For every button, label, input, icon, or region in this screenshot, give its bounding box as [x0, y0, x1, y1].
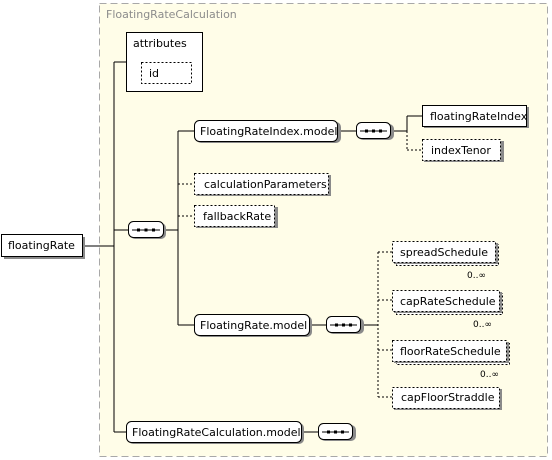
connectors	[82, 61, 422, 433]
floating-rate-index-model-group[interactable]: FloatingRateIndex.model	[194, 120, 342, 144]
group-title: FloatingRateCalculation	[106, 8, 237, 21]
fallback-rate-element[interactable]: fallbackRate	[194, 205, 279, 229]
sequence-compositor-floating-rate[interactable]	[326, 316, 365, 335]
floating-rate-index-model-label: FloatingRateIndex.model	[200, 125, 337, 138]
floating-rate-label: floatingRate	[8, 239, 75, 252]
cap-rate-schedule-label: capRateSchedule	[400, 295, 496, 308]
calculation-parameters-label: calculationParameters	[204, 178, 327, 191]
floor-rate-schedule-label: floorRateSchedule	[400, 345, 501, 358]
calculation-parameters-element[interactable]: calculationParameters	[194, 173, 332, 197]
floating-rate-calculation-model-label: FloatingRateCalculation.model	[132, 426, 301, 439]
cap-rate-schedule-cardinality: 0..∞	[473, 320, 492, 330]
cap-rate-schedule-element[interactable]: capRateSchedule 0..∞	[392, 290, 503, 331]
cap-floor-straddle-label: capFloorStraddle	[401, 391, 495, 404]
spread-schedule-label: spreadSchedule	[400, 246, 488, 259]
sequence-compositor-main[interactable]	[128, 221, 167, 240]
index-tenor-element[interactable]: indexTenor	[422, 139, 505, 163]
spread-schedule-element[interactable]: spreadSchedule 0..∞	[392, 241, 499, 282]
floating-rate-root-element[interactable]: floatingRate	[1, 234, 86, 260]
floor-rate-schedule-cardinality: 0..∞	[480, 370, 499, 380]
floating-rate-index-label: floatingRateIndex	[430, 110, 528, 123]
fallback-rate-label: fallbackRate	[203, 210, 271, 223]
floating-rate-index-element[interactable]: floatingRateIndex	[422, 105, 530, 129]
attributes-label: attributes	[133, 37, 187, 50]
floating-rate-model-label: FloatingRate.model	[200, 319, 307, 332]
attributes-box[interactable]: attributes id	[126, 32, 203, 92]
floating-rate-calculation-model-group[interactable]: FloatingRateCalculation.model	[126, 421, 305, 445]
cap-floor-straddle-element[interactable]: capFloorStraddle	[392, 387, 503, 411]
spread-schedule-cardinality: 0..∞	[467, 271, 486, 281]
sequence-compositor-calculation[interactable]	[318, 423, 357, 442]
attribute-id: id	[149, 67, 159, 80]
index-tenor-label: indexTenor	[431, 144, 491, 157]
sequence-compositor-index[interactable]	[356, 122, 395, 141]
floor-rate-schedule-element[interactable]: floorRateSchedule 0..∞	[392, 340, 510, 381]
floating-rate-model-group[interactable]: FloatingRate.model	[194, 314, 313, 338]
